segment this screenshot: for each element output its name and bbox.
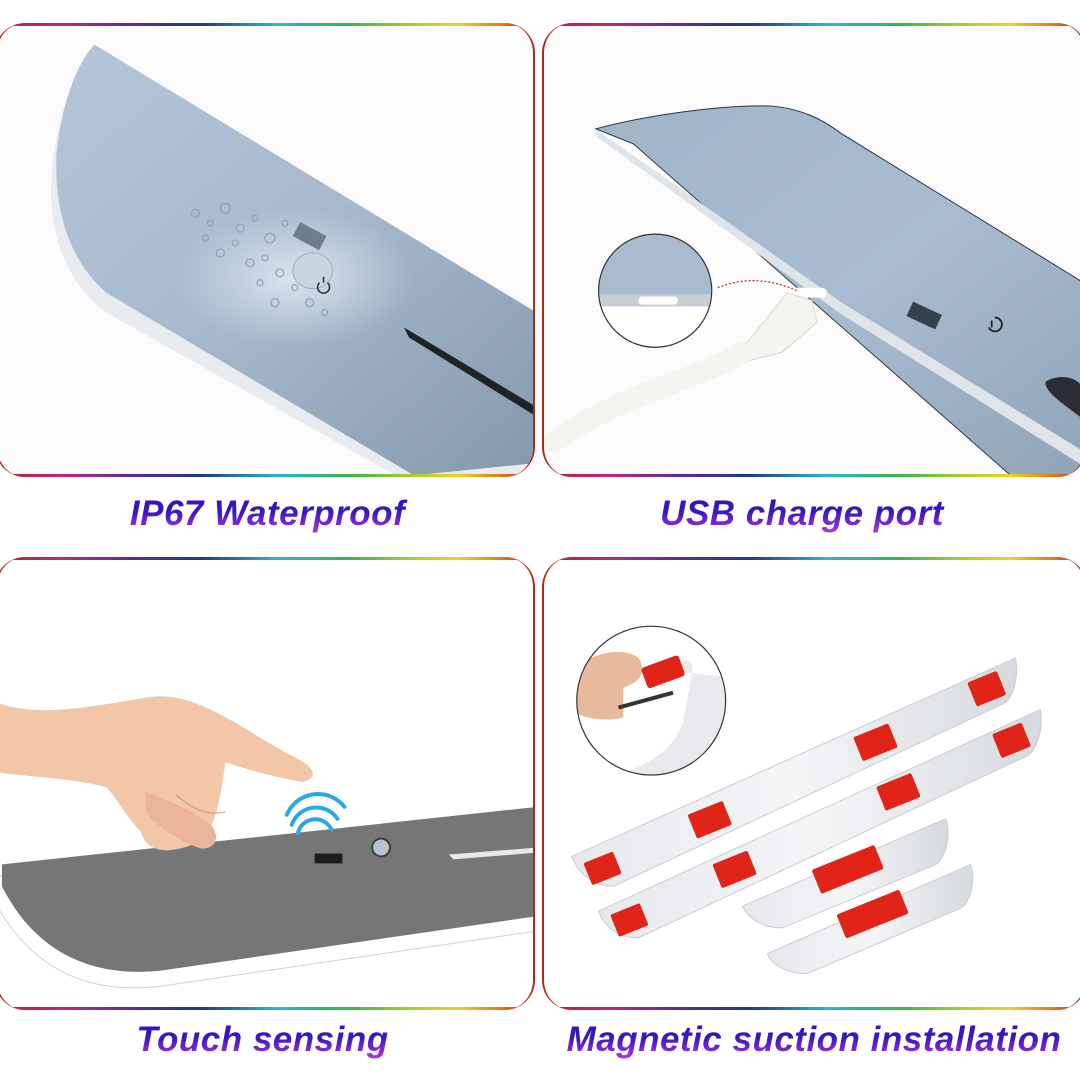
signal-waves-icon [284, 792, 347, 836]
panel-usb-charge-port [542, 23, 1080, 477]
hand-icon [0, 696, 313, 851]
water-droplets-icon [190, 202, 329, 317]
sill-plate-long-1 [571, 657, 1018, 887]
magnet-pad-icon [837, 890, 909, 939]
magnet-pad-icon [876, 773, 921, 811]
sill-plate-long-2 [597, 708, 1042, 939]
rainbow-border-top [0, 557, 533, 560]
magnet-pad-icon [712, 850, 757, 888]
magnifier-inset [598, 233, 713, 348]
rainbow-border-top [544, 557, 1080, 560]
magnet-pad-icon [610, 903, 648, 937]
sill-plate-short-2 [766, 863, 974, 975]
usb-cable-icon [544, 287, 827, 453]
rainbow-border-bottom [0, 474, 533, 477]
magnet-pad-icon [967, 671, 1006, 707]
sensor-window [314, 853, 343, 864]
caption-magnetic-suction-installation: Magnetic suction installation [548, 1020, 1080, 1060]
caption-touch-sensing: Touch sensing [0, 1020, 525, 1060]
sill-plate-short-1 [741, 818, 949, 929]
light-strip-slot [403, 327, 533, 415]
light-strip [448, 847, 533, 860]
sensor-button-icon [371, 837, 392, 858]
light-strip-slot [1045, 377, 1080, 417]
magnet-pad-icon [812, 845, 884, 894]
panel-magnetic-suction-installation [542, 557, 1080, 1010]
magnet-pad-icon [853, 723, 898, 761]
magnetic-sill-illustration [571, 625, 1042, 975]
caption-ip67-waterproof: IP67 Waterproof [0, 494, 535, 534]
panel-ip67-waterproof [0, 23, 535, 477]
rainbow-border-top [544, 23, 1080, 26]
power-icon [316, 276, 331, 294]
rainbow-border-bottom [0, 1007, 533, 1010]
sensor-window [906, 301, 942, 330]
connector-leader-line [717, 280, 798, 292]
panel-touch-sensing [0, 557, 535, 1010]
rainbow-border-bottom [544, 474, 1080, 477]
rainbow-border-bottom [544, 1007, 1080, 1010]
magnet-pad-icon [583, 851, 622, 885]
power-icon [987, 316, 1003, 333]
sensor-window [292, 222, 327, 251]
touch-sill-illustration [0, 696, 533, 989]
waterproof-sill-illustration [50, 44, 533, 477]
hand-peel-inset [576, 625, 727, 776]
magnet-pad-icon [688, 801, 732, 839]
usb-sill-illustration [544, 105, 1080, 477]
rainbow-border-top [0, 23, 533, 26]
magnet-pad-icon [992, 723, 1031, 758]
caption-usb-charge-port: USB charge port [542, 494, 1062, 534]
